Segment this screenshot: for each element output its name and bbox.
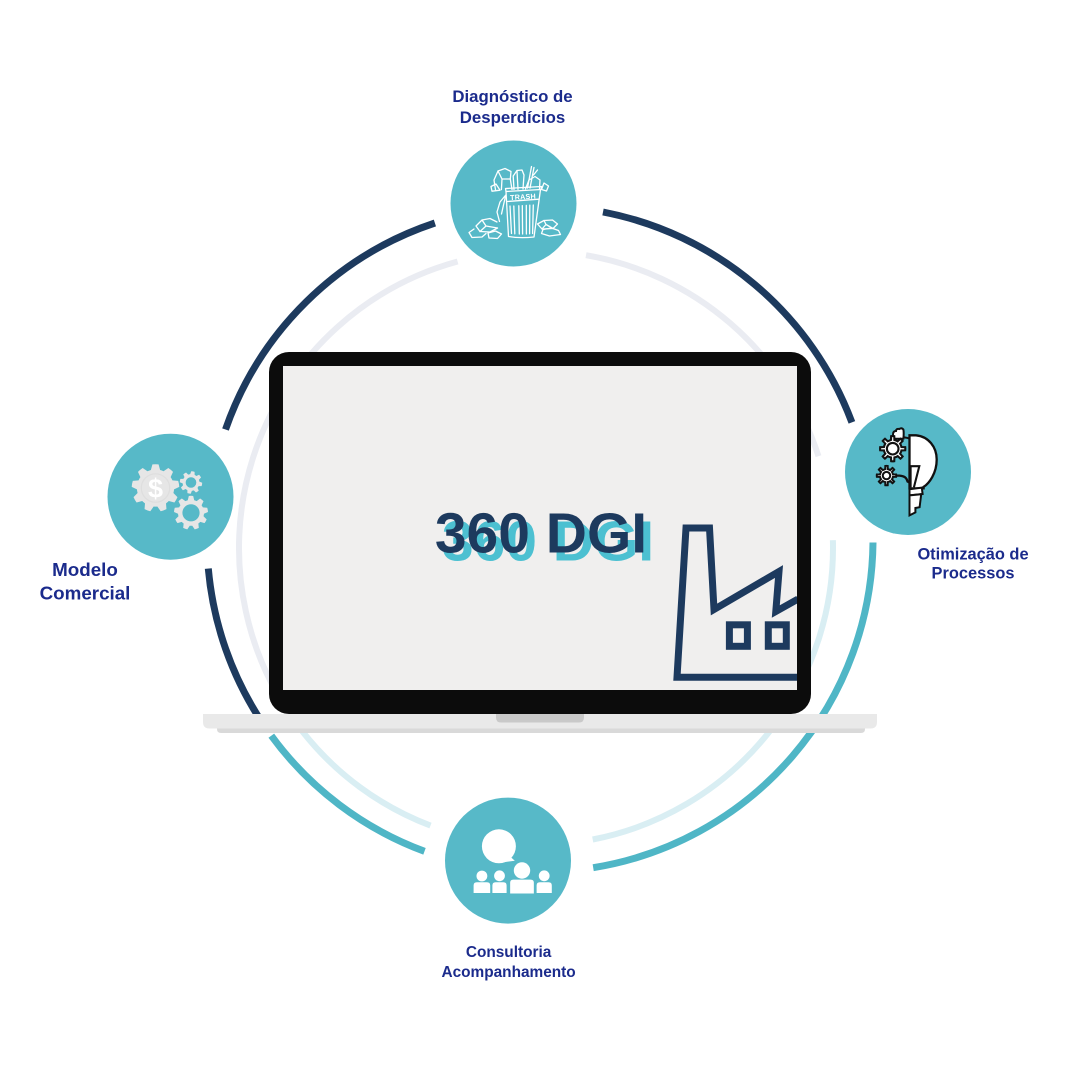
svg-text:Processos: Processos	[932, 565, 1015, 583]
svg-text:360 DGI: 360 DGI	[435, 502, 647, 566]
svg-text:Otimização de: Otimização de	[917, 545, 1028, 563]
svg-text:360 DGI: 360 DGI	[442, 510, 654, 574]
svg-text:Consultoria: Consultoria	[466, 944, 552, 961]
svg-text:Comercial: Comercial	[40, 582, 131, 603]
svg-text:$: $	[148, 474, 163, 504]
svg-text:TRASH: TRASH	[510, 192, 536, 203]
svg-text:Diagnóstico de: Diagnóstico de	[452, 87, 572, 106]
svg-text:Modelo: Modelo	[52, 559, 118, 580]
svg-text:Acompanhamento: Acompanhamento	[441, 964, 575, 981]
svg-text:Desperdícios: Desperdícios	[460, 108, 565, 127]
